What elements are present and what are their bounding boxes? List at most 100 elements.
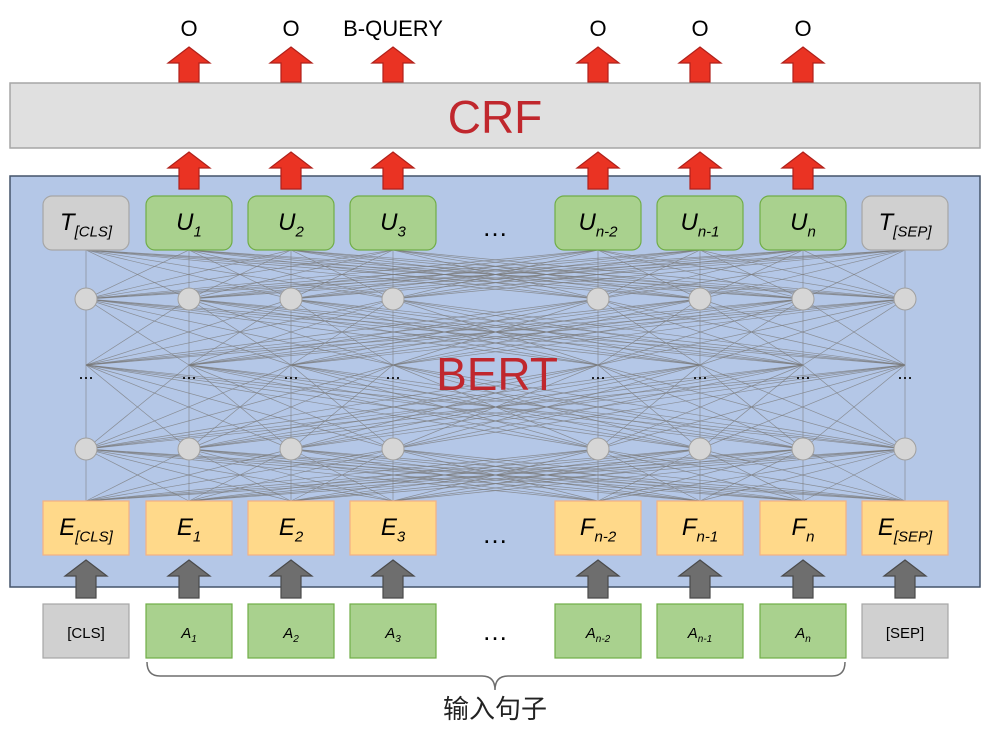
net-line xyxy=(85,298,292,366)
input-arrow-7 xyxy=(780,559,826,599)
input-token-label-7-base: A xyxy=(794,625,805,642)
embedding-label-2-sub: 1 xyxy=(193,529,201,546)
net-node xyxy=(279,437,303,461)
net-line xyxy=(597,298,906,366)
embedding-row-ellipsis: … xyxy=(482,519,508,549)
embedding-label-4: E3 xyxy=(381,514,406,546)
net-node xyxy=(791,437,815,461)
net-node xyxy=(177,437,201,461)
input-token-label-1-base: [CLS] xyxy=(67,625,105,642)
crf-input-arrow-3 xyxy=(370,151,416,190)
net-layer-dots: ... xyxy=(385,363,400,383)
net-line xyxy=(85,364,292,450)
top-token-label-7-base: U xyxy=(790,209,808,236)
net-node xyxy=(381,287,405,311)
output-arrow-1 xyxy=(166,46,212,83)
net-line xyxy=(85,364,804,450)
net-line xyxy=(188,448,906,502)
top-token-box-8 xyxy=(861,195,949,251)
output-label-6: O xyxy=(794,16,811,41)
top-token-label-2-sub: 1 xyxy=(194,224,202,241)
embedding-label-3: E2 xyxy=(279,514,304,546)
net-node xyxy=(688,437,712,461)
top-token-label-7: Un xyxy=(790,209,816,241)
input-arrow-3 xyxy=(268,559,314,599)
top-token-box-6 xyxy=(656,195,744,251)
input-token-label-7: An xyxy=(794,625,811,645)
embedding-label-8: E[SEP] xyxy=(878,514,933,546)
input-token-box-5 xyxy=(554,603,642,659)
top-token-label-2: U1 xyxy=(176,209,202,241)
net-node xyxy=(893,437,917,461)
embedding-label-7-base: F xyxy=(791,514,807,541)
output-label-1: O xyxy=(180,16,197,41)
input-row-ellipsis: … xyxy=(482,616,508,646)
net-line xyxy=(85,249,599,300)
net-line xyxy=(392,448,906,502)
top-token-label-7-sub: n xyxy=(808,224,816,241)
input-token-label-6-base: A xyxy=(687,625,698,642)
net-line xyxy=(802,249,906,300)
net-line xyxy=(85,364,394,450)
input-token-label-4: A3 xyxy=(384,625,401,645)
net-layer-dots: ... xyxy=(78,363,93,383)
input-token-label-3-sub: 2 xyxy=(292,634,299,645)
net-line xyxy=(802,364,906,450)
net-layer-dots: ... xyxy=(897,363,912,383)
input-token-box-1 xyxy=(42,603,130,659)
input-arrow-1 xyxy=(63,559,109,599)
top-row-ellipsis: … xyxy=(482,212,508,242)
input-token-label-7-sub: n xyxy=(805,634,811,645)
top-token-label-4-base: U xyxy=(380,209,398,236)
net-line xyxy=(699,448,906,502)
input-brace xyxy=(146,661,846,691)
net-node xyxy=(279,287,303,311)
net-line xyxy=(85,298,599,366)
embedding-label-1-sub: [CLS] xyxy=(74,529,113,546)
input-token-label-3: A2 xyxy=(282,625,299,645)
net-line xyxy=(597,448,906,502)
output-arrow-3 xyxy=(370,46,416,83)
output-arrow-4 xyxy=(575,46,621,83)
embedding-box-6 xyxy=(656,500,744,556)
embedding-box-2 xyxy=(145,500,233,556)
net-line xyxy=(85,448,190,502)
embedding-box-1 xyxy=(42,500,130,556)
top-token-label-5-sub: n-2 xyxy=(596,224,618,241)
crf-input-arrow-4 xyxy=(575,151,621,190)
net-line xyxy=(85,448,292,502)
top-token-label-3-sub: 2 xyxy=(295,224,305,241)
bert-label: BERT xyxy=(436,348,558,400)
input-token-label-6-sub: n-1 xyxy=(698,634,712,645)
net-node xyxy=(586,437,610,461)
bert-network-connections xyxy=(85,249,906,502)
input-arrow-5 xyxy=(575,559,621,599)
output-label-5: O xyxy=(691,16,708,41)
top-token-box-5 xyxy=(554,195,642,251)
embedding-label-4-sub: 3 xyxy=(397,529,406,546)
input-token-label-8-base: [SEP] xyxy=(886,625,924,642)
net-line xyxy=(85,448,394,502)
embedding-box-5 xyxy=(554,500,642,556)
net-line xyxy=(85,249,394,300)
input-token-box-4 xyxy=(349,603,437,659)
net-line xyxy=(85,364,599,450)
top-token-label-5: Un-2 xyxy=(578,209,618,241)
net-layer-dots: ... xyxy=(283,363,298,383)
net-node xyxy=(177,287,201,311)
embedding-box-4 xyxy=(349,500,437,556)
embedding-label-6: Fn-1 xyxy=(682,514,718,546)
net-layer-dots: ... xyxy=(181,363,196,383)
net-node xyxy=(74,287,98,311)
output-label-3: B-QUERY xyxy=(343,16,443,41)
input-arrow-2 xyxy=(166,559,212,599)
input-token-box-8 xyxy=(861,603,949,659)
embedding-label-5: Fn-2 xyxy=(580,514,617,546)
embedding-label-5-sub: n-2 xyxy=(594,529,616,546)
net-layer-dots: ... xyxy=(692,363,707,383)
input-token-label-4-sub: 3 xyxy=(395,634,401,645)
top-token-label-8: T[SEP] xyxy=(878,209,932,241)
